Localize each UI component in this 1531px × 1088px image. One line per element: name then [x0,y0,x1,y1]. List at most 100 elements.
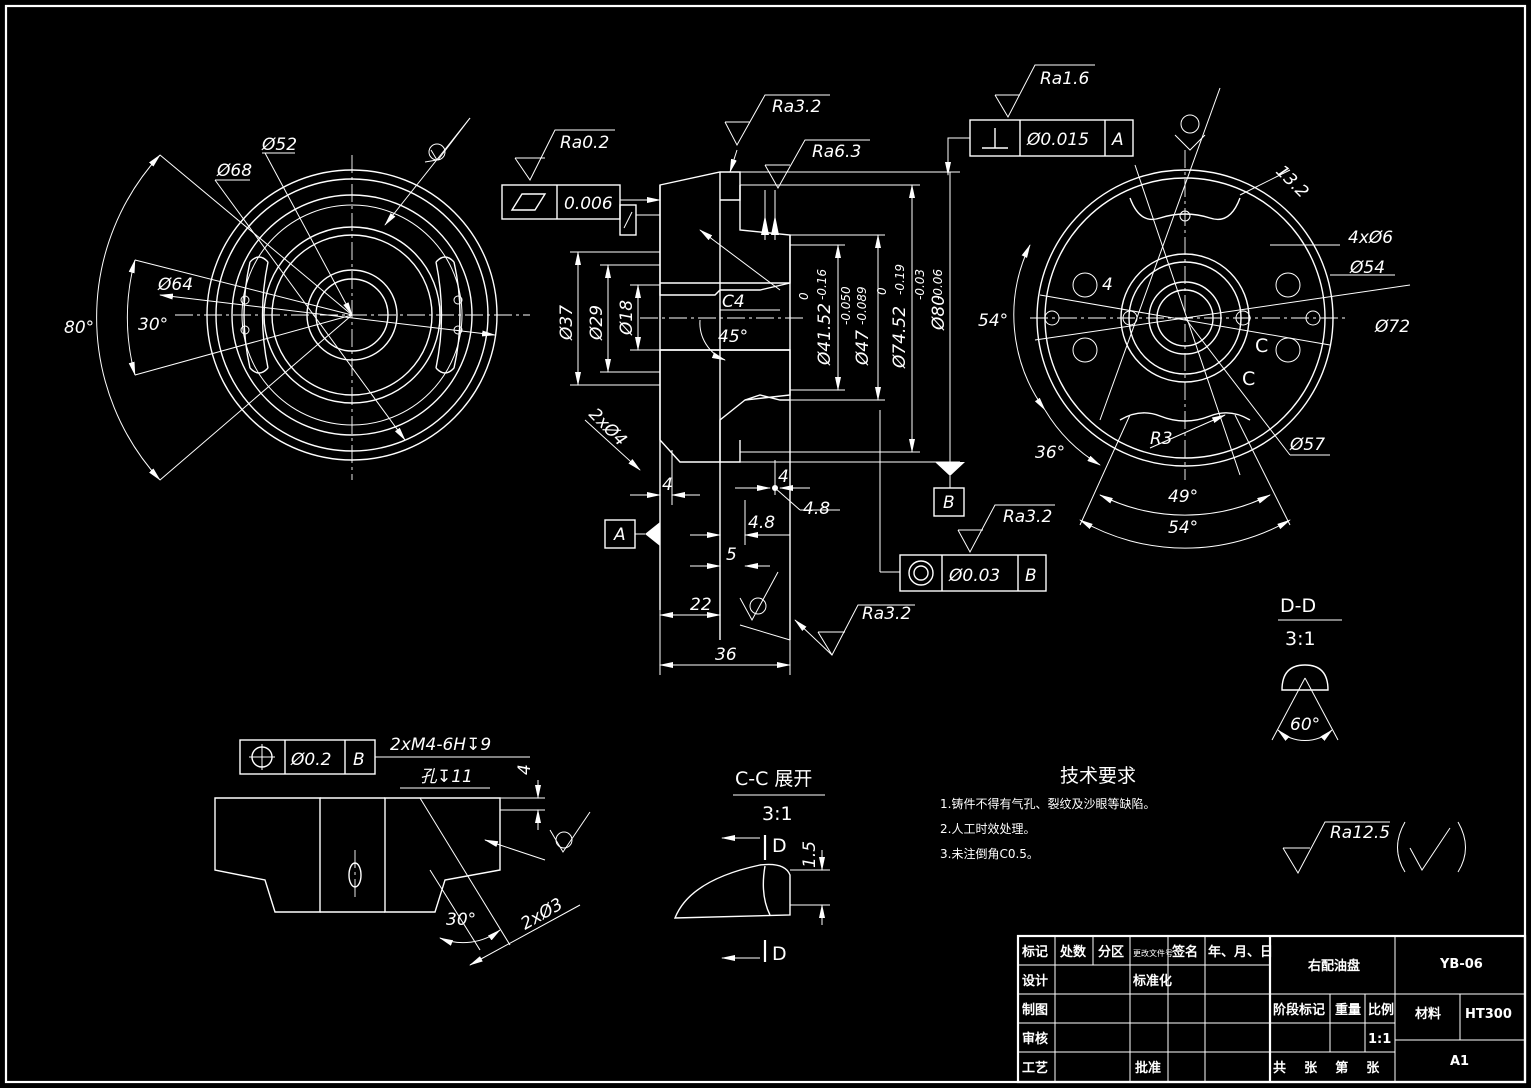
cc-scale: 3:1 [762,803,793,825]
section-cc: C-C 展开 3:1 D 1.5 D [673,768,830,965]
dim-a45: 45° [718,327,748,347]
dim-d37: Ø37 [557,305,577,341]
tb-sheets: 共 张 第 张 [1273,1060,1380,1076]
tb-scale: 1:1 [1368,1032,1391,1047]
title-block: 标记 处数 分区 更改文件号 签名 年、月、日 设计 标准化 制图 审核 工艺 … [1016,934,1527,1084]
ra02: Ra0.2 [560,133,609,153]
dim-r3: R3 [1150,429,1173,449]
cc-d2: D [772,943,787,965]
position-tol-datum: B [353,750,365,770]
tb-proc: 工艺 [1022,1060,1048,1076]
dim-d41: Ø41.52 [815,303,835,366]
dim-l48a: 4.8 [748,513,775,533]
tb-material: HT300 [1465,1007,1512,1022]
general-roughness-value: Ra12.5 [1330,823,1390,843]
concentricity-value: Ø0.03 [948,566,1000,586]
cc-title: C-C 展开 [735,768,812,790]
tb-count: 处数 [1059,944,1087,960]
tb-scale-label: 比例 [1368,1002,1394,1018]
dd-title: D-D [1280,595,1316,617]
perpendicularity-datum: A [1111,130,1124,150]
hole-callout: 孔↧11 [420,767,473,787]
dim-a49: 49° [1168,487,1198,507]
dim-d57: Ø57 [1289,435,1325,455]
datum-b: B [943,493,955,513]
bottom-section: Ø0.2 B 2xM4-6H↧9 孔↧11 4 30° 2xØ3 [214,735,591,966]
bottom-holes: 2xØ3 [518,894,567,934]
ra16: Ra1.6 [1040,69,1089,89]
section-view: A 0.006 Ra0.2 Ra3.2 Ra6.3 Ø0.015 A [501,64,1134,675]
dim-d132: 13.2 [1271,161,1312,202]
concentricity-datum: B [1025,566,1037,586]
right-view: 13.2 4xØ6 Ø54 Ø72 Ø57 4 54° 36° R3 49° 5… [978,87,1411,549]
tb-std: 标准化 [1132,973,1172,989]
dim-c4: C4 [722,292,745,312]
tb-stage: 阶段标记 [1273,1002,1325,1018]
dd-angle: 60° [1290,715,1320,735]
dim-a80: 80° [64,318,94,338]
ra63: Ra6.3 [812,142,861,162]
dim-d68: Ø68 [216,161,252,181]
tb-check: 审核 [1022,1031,1048,1047]
ra32-bottom: Ra3.2 [862,604,911,624]
drawing-border [4,4,1527,1084]
tech-req-item-3: 3.未注倒角C0.5。 [940,846,1039,861]
dim-a54: 54° [978,311,1008,331]
tb-material-label: 材料 [1415,1006,1441,1022]
dim-l22: 22 [690,595,712,615]
tb-date: 年、月、日 [1208,944,1273,960]
dim-l48b: 4.8 [803,499,830,519]
dim-d72: Ø72 [1374,317,1410,337]
cc-d1: D [772,835,787,857]
tech-req-item-2: 2.人工时效处理。 [940,821,1035,836]
tb-doc: 更改文件号 [1133,948,1173,958]
dim-a54b: 54° [1168,518,1198,538]
flatness-value: 0.006 [564,194,613,214]
dim-d47-up: -0.050 [839,286,853,325]
bottom-a30: 30° [446,910,476,930]
dim-l5: 5 [726,545,737,565]
perpendicularity-value: Ø0.015 [1026,130,1089,150]
dim-d47-low: -0.089 [855,286,869,325]
dim-l36: 36 [715,645,737,665]
section-mark-c1: C [1255,335,1268,357]
dim-d47: Ø47 [853,330,873,366]
tb-draw: 制图 [1022,1002,1048,1018]
dim-d52: Ø52 [261,135,297,155]
dim-d74-low: -0.19 [893,264,907,295]
dim-d41-low: -0.16 [815,269,829,300]
tb-zone: 分区 [1098,944,1124,960]
section-mark-c2: C [1242,368,1255,390]
bottom-l4: 4 [515,764,535,775]
dim-d74-up: 0 [875,287,889,295]
thread-callout: 2xM4-6H↧9 [390,735,491,755]
dim-l4: 4 [1102,275,1113,295]
tb-design: 设计 [1022,973,1048,989]
tech-req-item-1: 1.铸件不得有气孔、裂纹及沙眼等缺陷。 [940,796,1155,811]
tb-approve: 批准 [1135,1060,1161,1076]
datum-a: A [613,525,626,545]
tb-sign: 签名 [1171,944,1198,960]
dim-d80-low: -0.06 [931,269,945,300]
tb-mark: 标记 [1021,944,1048,960]
position-tol-value: Ø0.2 [290,750,331,770]
cc-h15: 1.5 [800,841,820,868]
dim-a30: 30° [138,315,168,335]
general-roughness-symbol: Ra12.5 [1282,821,1466,875]
tb-size: A1 [1450,1054,1469,1069]
dim-d80: Ø80 [929,295,949,331]
dim-d64: Ø64 [157,275,193,295]
ra32-top: Ra3.2 [772,97,821,117]
dd-scale: 3:1 [1285,628,1316,650]
tb-weight: 重量 [1335,1002,1361,1018]
dim-d54: Ø54 [1349,258,1385,278]
dim-d80-up: -0.03 [913,269,927,300]
dim-a36: 36° [1035,443,1065,463]
tech-requirements: 技术要求 1.铸件不得有气孔、裂纹及沙眼等缺陷。 2.人工时效处理。 3.未注倒… [940,765,1155,861]
dim-d29: Ø29 [587,305,607,341]
tb-part-name: 右配油盘 [1307,958,1360,974]
tb-drawing-no: YB-06 [1439,957,1483,972]
dim-d18: Ø18 [617,300,637,336]
dim-l4a: 4 [662,475,673,495]
